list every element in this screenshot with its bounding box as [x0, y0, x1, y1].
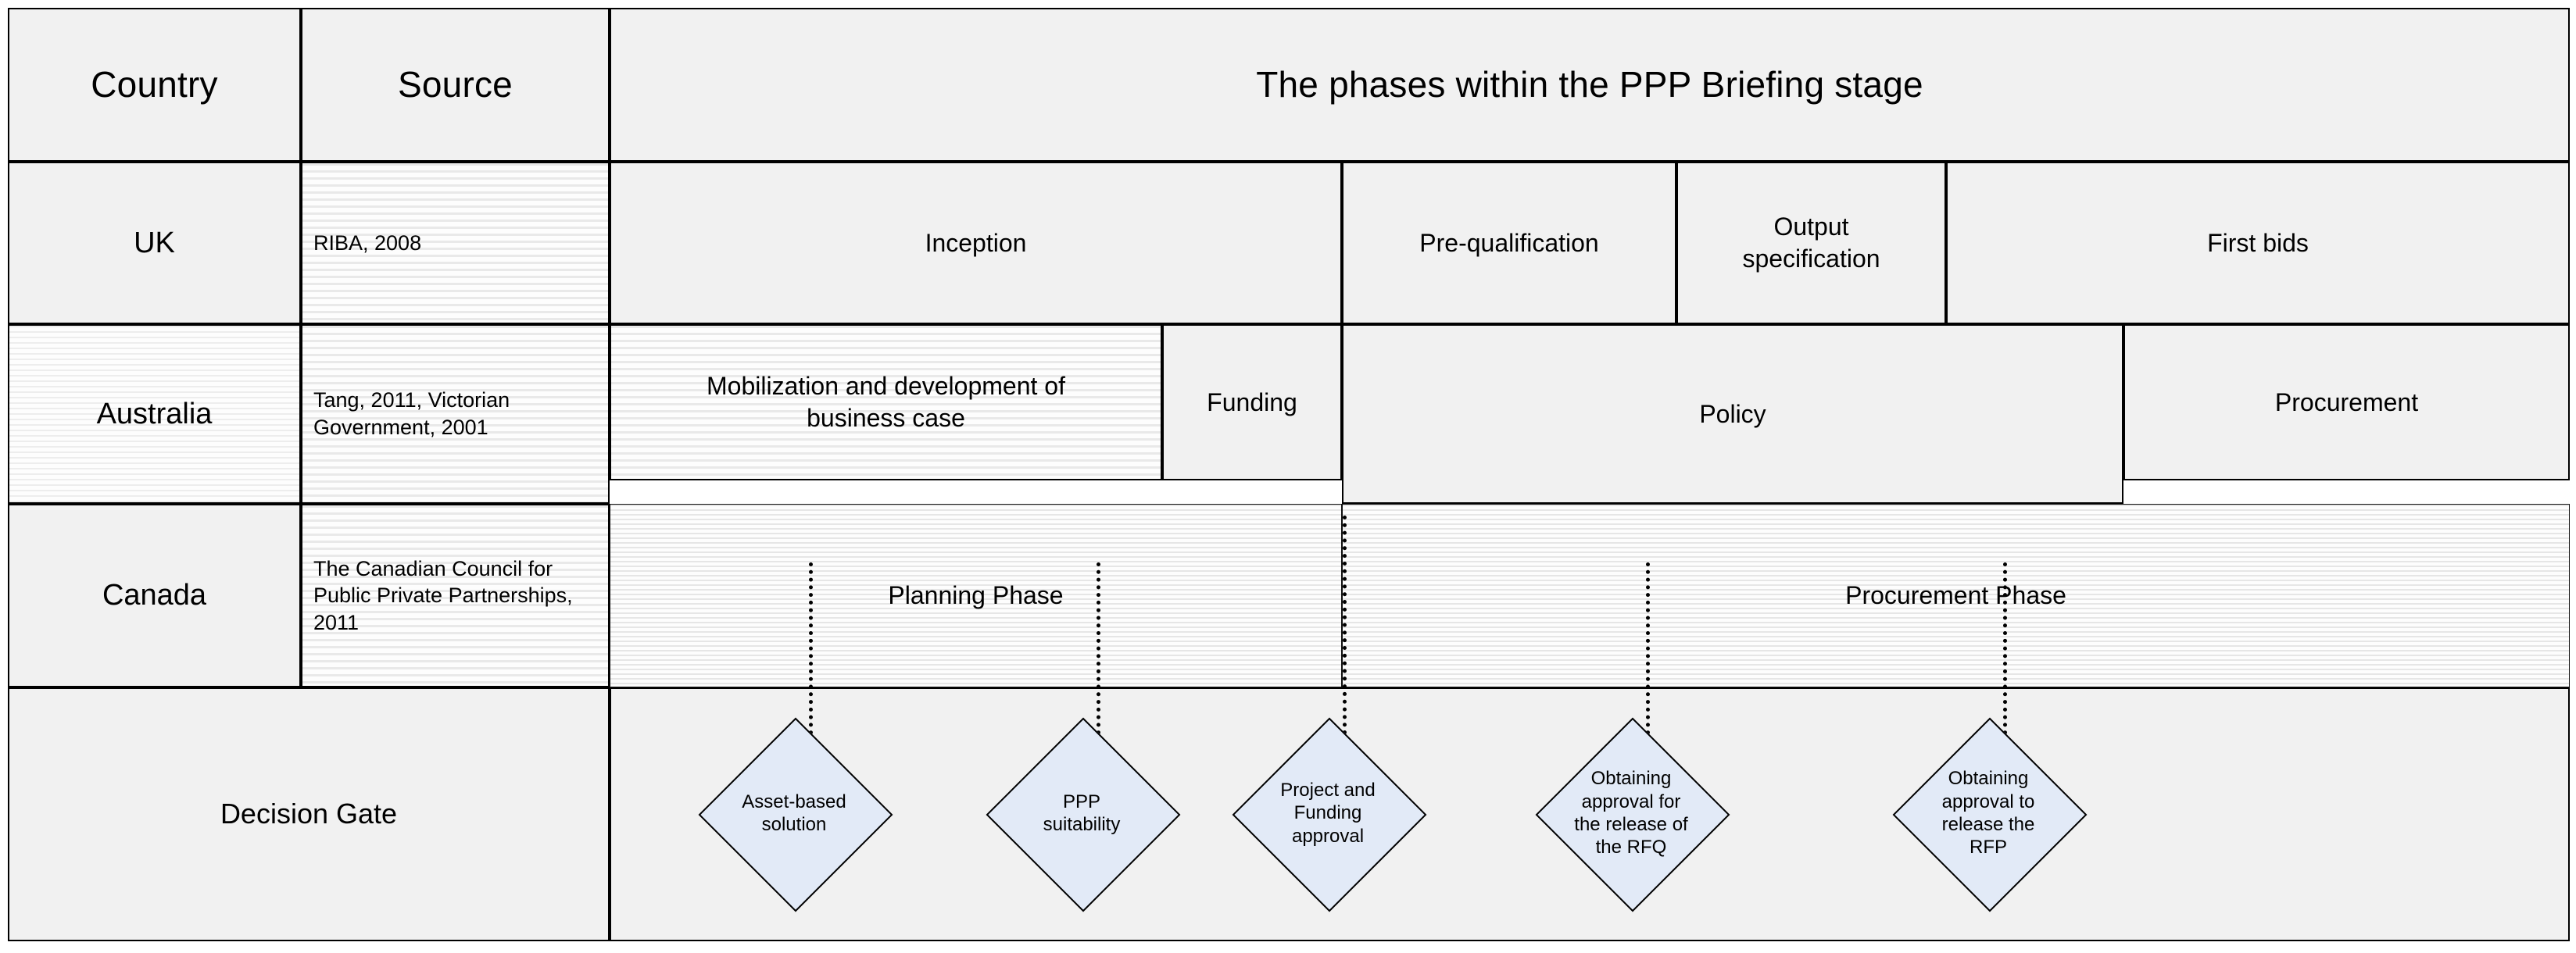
source-label-uk: RIBA, 2008	[313, 230, 422, 255]
country-cell-uk: UK	[8, 162, 301, 324]
connector-line-gate-4	[1646, 562, 1650, 750]
country-label-uk: UK	[134, 226, 175, 259]
decision-gate-diamond-label-5: Obtaining approval to release the RFP	[1941, 768, 2035, 858]
header-cell-source: Source	[301, 8, 610, 162]
phase-cell-australia-mobilization: Mobilization and development of business…	[610, 324, 1162, 480]
decision-gate-diamond-2[interactable]: PPP suitability	[986, 717, 1181, 912]
phase-label-australia-mobilization: Mobilization and development of business…	[707, 372, 1065, 432]
country-cell-australia: Australia	[8, 324, 301, 504]
phase-cell-australia-procurement: Procurement	[2123, 324, 2570, 480]
connector-line-gate-1	[809, 562, 813, 750]
phase-cell-canada-procurement: Procurement Phase	[1342, 504, 2570, 687]
phase-label-uk-first-bids: First bids	[2207, 228, 2309, 257]
phase-label-australia-policy: Policy	[1699, 399, 1766, 428]
phase-label-uk-pre-qualification: Pre-qualification	[1419, 228, 1599, 257]
source-label-canada: The Canadian Council for Public Private …	[313, 556, 573, 634]
source-cell-canada: The Canadian Council for Public Private …	[301, 504, 610, 687]
phase-label-australia-procurement: Procurement	[2274, 387, 2419, 416]
header-label-country: Country	[91, 64, 218, 105]
decision-gate-diamond-label-1: Asset-based solution	[742, 791, 846, 835]
decision-gate-diamond-label-3: Project and Funding approval	[1280, 780, 1376, 847]
header-label-phases: The phases within the PPP Briefing stage	[1256, 64, 1923, 105]
phase-label-uk-output-specification: Output specification	[1742, 212, 1880, 273]
phase-label-canada-planning: Planning Phase	[888, 581, 1064, 610]
source-cell-uk: RIBA, 2008	[301, 162, 610, 324]
phase-cell-uk-inception: Inception	[610, 162, 1342, 324]
source-label-australia: Tang, 2011, Victorian Government, 2001	[313, 388, 510, 439]
source-cell-australia: Tang, 2011, Victorian Government, 2001	[301, 324, 610, 504]
connector-line-gate-3	[1343, 516, 1347, 750]
country-label-canada: Canada	[102, 579, 207, 612]
phase-label-canada-procurement: Procurement Phase	[1845, 581, 2066, 610]
decision-gate-label-cell: Decision Gate	[8, 687, 610, 941]
decision-gate-diamond-3[interactable]: Project and Funding approval	[1232, 717, 1427, 912]
phase-cell-australia-policy: Policy	[1342, 324, 2123, 504]
connector-line-gate-2	[1097, 562, 1100, 750]
header-label-source: Source	[398, 64, 513, 105]
phase-label-australia-funding: Funding	[1207, 387, 1297, 416]
phase-cell-canada-planning: Planning Phase	[610, 504, 1342, 687]
connector-line-gate-5	[2003, 562, 2007, 750]
decision-gate-diamond-label-4: Obtaining approval for the release of th…	[1574, 768, 1688, 858]
country-label-australia: Australia	[96, 397, 213, 430]
phase-cell-uk-first-bids: First bids	[1946, 162, 2570, 324]
decision-gate-diamond-4[interactable]: Obtaining approval for the release of th…	[1535, 717, 1730, 912]
decision-gate-diamond-label-2: PPP suitability	[1043, 791, 1121, 835]
phase-label-uk-inception: Inception	[925, 228, 1027, 257]
country-cell-canada: Canada	[8, 504, 301, 687]
phase-cell-australia-funding: Funding	[1162, 324, 1342, 480]
header-cell-phases: The phases within the PPP Briefing stage	[610, 8, 2570, 162]
decision-gate-label: Decision Gate	[220, 798, 398, 830]
phase-cell-uk-pre-qualification: Pre-qualification	[1342, 162, 1676, 324]
header-cell-country: Country	[8, 8, 301, 162]
decision-gate-diamond-1[interactable]: Asset-based solution	[698, 717, 893, 912]
decision-gate-diamond-5[interactable]: Obtaining approval to release the RFP	[1892, 717, 2088, 912]
phase-cell-uk-output-specification: Output specification	[1676, 162, 1946, 324]
